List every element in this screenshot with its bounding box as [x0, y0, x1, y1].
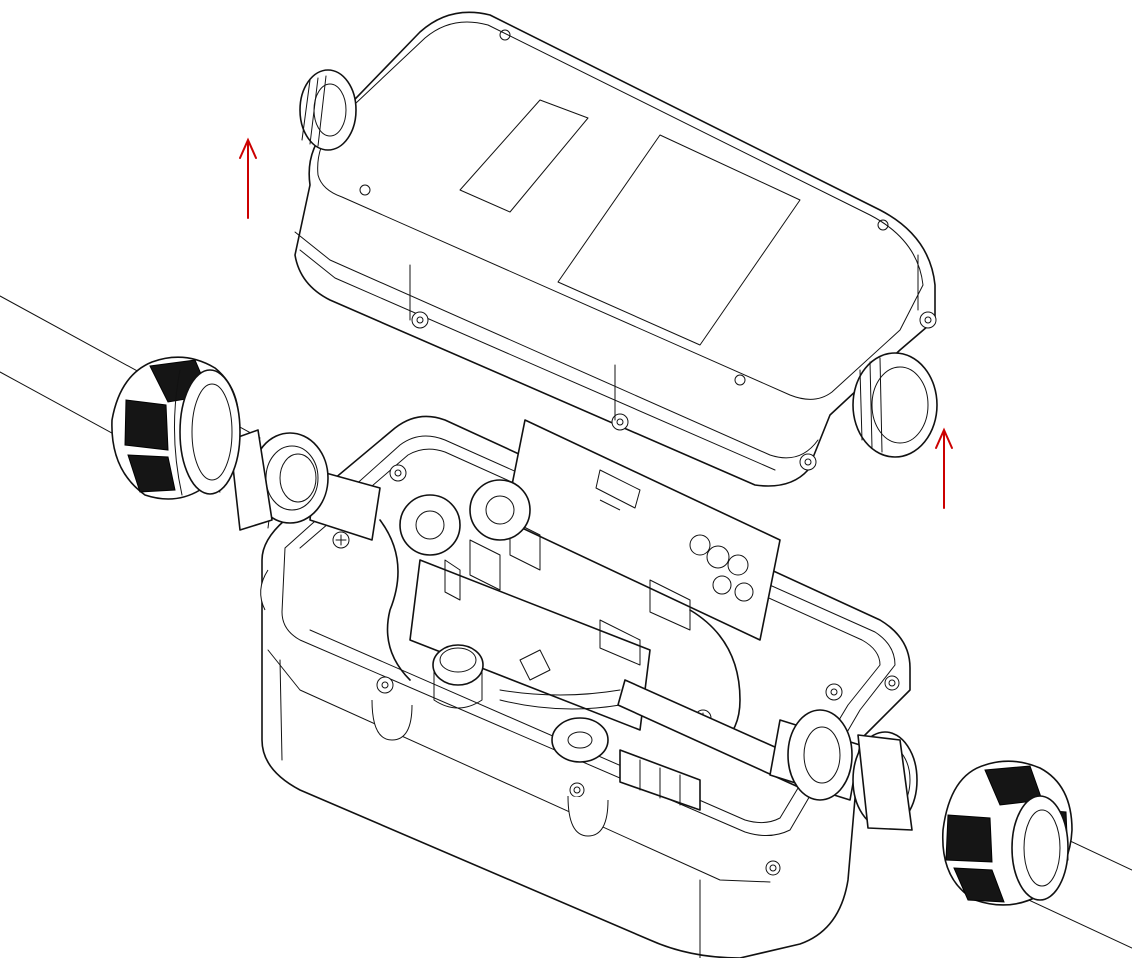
lift-arrow-right	[935, 427, 953, 509]
arrow-up-icon-right	[935, 427, 953, 509]
pcb-board	[309, 419, 861, 811]
cable-gland-left	[111, 356, 241, 500]
gland-body-left	[229, 429, 329, 531]
arrow-up-icon-left	[239, 137, 257, 219]
enclosure-lid	[294, 11, 938, 487]
lift-arrow-left	[239, 137, 257, 219]
cable-gland-right	[941, 760, 1073, 906]
gland-body-right	[787, 709, 918, 831]
